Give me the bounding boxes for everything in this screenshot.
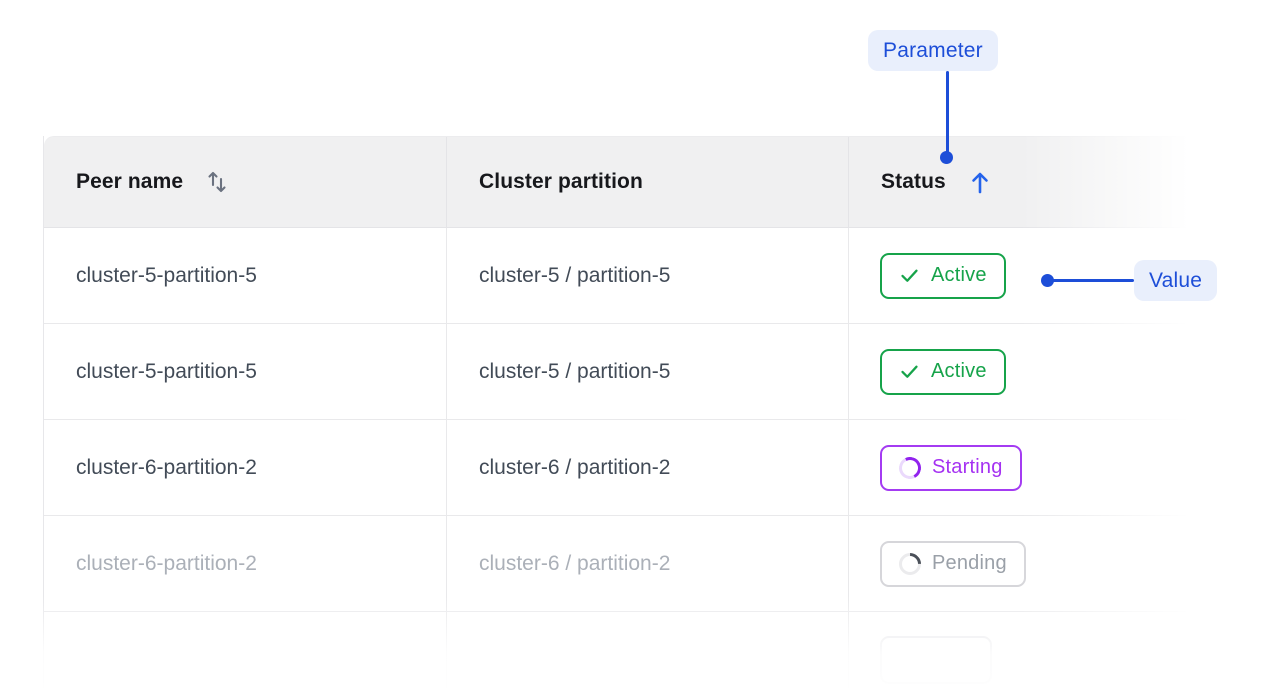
status-badge-label: Starting xyxy=(932,456,1003,478)
parameter-connector-line xyxy=(946,71,949,153)
status-badge: Pending xyxy=(880,540,1026,587)
column-header-cluster-partition[interactable]: Cluster partition xyxy=(446,137,848,227)
table-header-row: Peer name Cluster partition Status xyxy=(44,136,1210,228)
status-badge: Active xyxy=(880,252,1006,299)
table-row: cluster-6-partition-2 cluster-6 / partit… xyxy=(44,516,1210,612)
column-header-label: Status xyxy=(881,170,946,193)
cluster-partition-cell: cluster-6 / partition-2 xyxy=(446,516,848,611)
status-badge: Starting xyxy=(880,444,1022,491)
column-header-peer-name[interactable]: Peer name xyxy=(44,137,446,227)
spinner-icon xyxy=(896,453,924,482)
check-icon xyxy=(899,265,920,286)
column-header-label: Cluster partition xyxy=(479,170,643,193)
parameter-callout-label: Parameter xyxy=(883,38,983,62)
value-connector-line xyxy=(1048,279,1134,282)
cluster-partition-cell: cluster-5 / partition-5 xyxy=(446,324,848,419)
peer-name-cell: cluster-5-partition-5 xyxy=(76,263,257,287)
peer-name-cell: cluster-6-partition-2 xyxy=(76,551,257,575)
value-callout-pill: Value xyxy=(1134,260,1218,301)
status-cell: Active xyxy=(848,324,1210,419)
column-header-label: Peer name xyxy=(76,170,184,193)
table-row: cluster-6-partition-2 cluster-6 / partit… xyxy=(44,420,1210,516)
status-cell: Active xyxy=(848,228,1210,323)
peer-name-cell: cluster-6-partition-2 xyxy=(76,455,257,479)
table-row: cluster-5-partition-5 cluster-5 / partit… xyxy=(44,228,1210,324)
cluster-partition-cell xyxy=(446,612,848,688)
sort-both-icon xyxy=(205,169,229,195)
status-cell: Pending xyxy=(848,516,1210,611)
parameter-connector-dot xyxy=(940,151,953,164)
sort-ascending-icon xyxy=(968,169,992,195)
spinner-icon xyxy=(894,547,926,580)
value-callout-label: Value xyxy=(1149,268,1203,292)
table-row: cluster-5-partition-5 cluster-5 / partit… xyxy=(44,324,1210,420)
peer-name-cell: cluster-5-partition-5 xyxy=(76,359,257,383)
status-cell xyxy=(848,612,1210,688)
cluster-partition-cell: cluster-5 / partition-5 xyxy=(446,228,848,323)
table-row xyxy=(44,612,1210,688)
column-header-status[interactable]: Status xyxy=(848,137,1210,227)
check-icon xyxy=(899,361,920,382)
status-badge: Active xyxy=(880,348,1006,395)
peer-name-cell xyxy=(44,612,446,688)
status-badge xyxy=(880,635,992,684)
status-badge-label: Active xyxy=(931,360,987,382)
status-badge-label: Pending xyxy=(932,552,1007,574)
status-cell: Starting xyxy=(848,420,1210,515)
parameter-callout-pill: Parameter xyxy=(868,30,998,71)
status-badge-label: Active xyxy=(931,264,987,286)
cluster-partition-cell: cluster-6 / partition-2 xyxy=(446,420,848,515)
peers-table: Peer name Cluster partition Status xyxy=(43,136,1210,688)
